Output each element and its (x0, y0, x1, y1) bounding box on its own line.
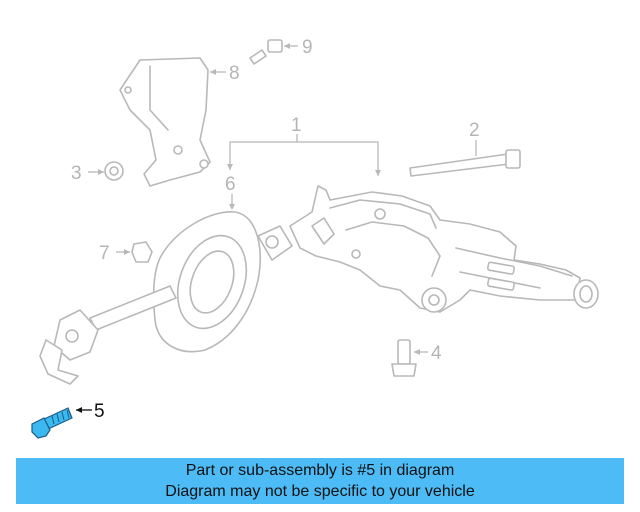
callout-2: 2 (469, 120, 480, 141)
callout-8: 8 (229, 63, 240, 84)
callout-9: 9 (302, 37, 313, 58)
callout-6: 6 (225, 174, 236, 195)
part-6-cover: 6 (152, 174, 261, 353)
part-3-nut: 3 (71, 161, 124, 184)
banner-line-1: Part or sub-assembly is #5 in diagram (185, 462, 455, 479)
part-9-bolt: 9 (249, 37, 313, 65)
part-1-steering-column (289, 185, 599, 313)
part-7-clip: 7 (99, 241, 153, 264)
callout-7: 7 (99, 243, 110, 264)
callout-1: 1 (291, 115, 302, 136)
callout-4: 4 (431, 343, 442, 364)
part-4-bolt: 4 (391, 339, 442, 377)
banner-line-2: Diagram may not be specific to your vehi… (165, 483, 475, 500)
callout-5: 5 (94, 401, 105, 422)
part-8-bracket: 8 (119, 57, 240, 187)
part-1-callout-bracket: 1 (227, 115, 381, 176)
part-2-long-bolt: 2 (409, 120, 521, 177)
info-banner: Part or sub-assembly is #5 in diagram Di… (16, 458, 624, 504)
intermediate-shaft (39, 225, 293, 385)
callout-3: 3 (71, 163, 82, 184)
part-5-bolt-highlighted: 5 (31, 401, 105, 439)
